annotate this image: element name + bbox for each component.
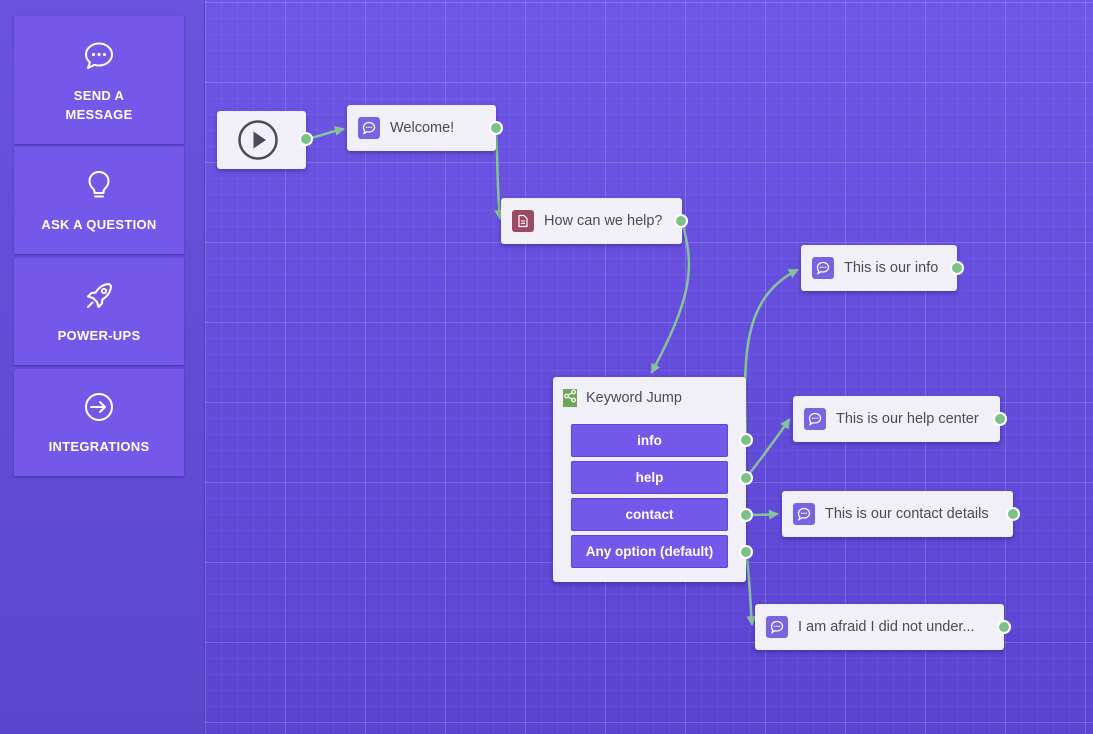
integrations-tool[interactable]: INTEGRATIONS [14, 369, 184, 476]
reply-info-label: This is our info [844, 260, 939, 276]
keyword-option-help[interactable]: help [571, 461, 728, 494]
keyword-option-default[interactable]: Any option (default) [571, 535, 728, 568]
question-output-port[interactable] [674, 214, 688, 228]
document-icon [512, 210, 534, 232]
reply-info-output-port[interactable] [950, 261, 964, 275]
start-node[interactable] [217, 111, 306, 169]
share-icon [563, 389, 577, 407]
ask-question-tool[interactable]: ASK A QUESTION [14, 147, 184, 254]
ask-question-label: ASK A QUESTION [41, 217, 157, 232]
reply-default-output-port[interactable] [997, 620, 1011, 634]
chat-bubble-icon [766, 616, 788, 638]
contact-output-port[interactable] [739, 508, 753, 522]
welcome-node[interactable]: Welcome! [347, 105, 496, 151]
reply-contact-output-port[interactable] [1006, 507, 1020, 521]
start-output-port[interactable] [299, 132, 313, 146]
reply-help-label: This is our help center [836, 411, 979, 427]
reply-contact-node[interactable]: This is our contact details [782, 491, 1013, 537]
power-ups-tool[interactable]: POWER-UPS [14, 258, 184, 365]
help-output-port[interactable] [739, 471, 753, 485]
sign-in-arrow-icon [85, 393, 113, 421]
reply-default-node[interactable]: I am afraid I did not under... [755, 604, 1004, 650]
chat-bubble-icon [804, 408, 826, 430]
keyword-jump-title: Keyword Jump [586, 390, 682, 406]
reply-default-label: I am afraid I did not under... [798, 619, 975, 635]
keyword-jump-header: Keyword Jump [553, 389, 682, 407]
reply-contact-label: This is our contact details [825, 506, 989, 522]
welcome-output-port[interactable] [489, 121, 503, 135]
chat-bubble-icon [358, 117, 380, 139]
question-label: How can we help? [544, 213, 663, 229]
power-ups-label: POWER-UPS [57, 328, 141, 343]
default-output-port[interactable] [739, 545, 753, 559]
rocket-icon [87, 283, 112, 308]
play-icon [238, 120, 278, 160]
reply-help-output-port[interactable] [993, 412, 1007, 426]
welcome-label: Welcome! [390, 120, 455, 136]
reply-help-node[interactable]: This is our help center [793, 396, 1000, 442]
chat-bubble-icon [793, 503, 815, 525]
chat-bubble-icon [812, 257, 834, 279]
reply-info-node[interactable]: This is our info [801, 245, 957, 291]
send-message-tool[interactable]: SEND A MESSAGE [14, 16, 184, 144]
sidebar: SEND A MESSAGE ASK A QUESTION POWER-UPS … [0, 0, 205, 734]
lightbulb-icon [88, 171, 110, 198]
info-output-port[interactable] [739, 433, 753, 447]
keyword-jump-node[interactable]: Keyword Jump info help contact Any optio… [553, 377, 746, 582]
send-message-label-line1: SEND A [73, 88, 125, 103]
keyword-option-info[interactable]: info [571, 424, 728, 457]
send-message-label-line2: MESSAGE [65, 107, 133, 122]
question-node[interactable]: How can we help? [501, 198, 682, 244]
chat-bubble-icon [85, 42, 113, 69]
keyword-option-contact[interactable]: contact [571, 498, 728, 531]
integrations-label: INTEGRATIONS [48, 439, 150, 454]
